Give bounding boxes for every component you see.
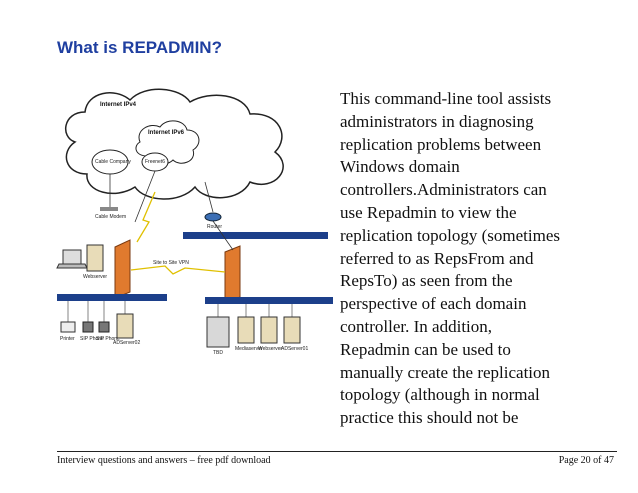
adserver01-icon [283,316,301,344]
adserver01-label: ADServer01 [281,346,308,352]
freenet-label: Freenet6 [145,159,165,165]
cable-modem [100,207,118,211]
network-bus-right [205,297,333,304]
webserver-right-label: Webserver [258,346,282,352]
sip-phone-1-icon [82,321,94,333]
webserver-left-icon [86,244,104,272]
printer-icon [60,321,76,333]
network-bus-left [57,294,167,301]
footer-source: Interview questions and answers – free p… [57,455,271,466]
firewall-left-icon [114,239,131,299]
tbd-server-label: TBD [213,350,223,356]
adserver02-icon [116,313,134,339]
router-icon [204,212,222,222]
sip-phone-2-label: SIP Phone [96,336,120,342]
tbd-server-icon [206,316,230,348]
vpn-link [130,265,226,275]
page-number: Page 20 of 47 [558,455,614,466]
internet-ipv6-label: Internet IPv6 [148,130,185,136]
network-diagram: Internet IPv4 Internet IPv6 Cable Compan… [56,88,333,356]
printer-label: Printer [60,336,75,342]
footer-divider [57,451,617,452]
webserver-left-label: Webserver [83,274,107,280]
laptop-icon [62,249,82,265]
vpn-label: Site to Site VPN [153,260,189,266]
internet-ipv4-label: Internet IPv4 [100,102,137,108]
mediaserver-icon [237,316,255,344]
sip-phone-2-icon [98,321,110,333]
slide-body-text: This command-line tool assists administr… [340,89,561,428]
webserver-right-icon [260,316,278,344]
sip-phone-1-label: SIP Phone [80,336,104,342]
network-bus-top [183,232,328,239]
cable-company-label: Cable Company [95,159,131,165]
cable-modem-label: Cable Modem [95,214,126,220]
adserver02-label: ADServer02 [113,340,140,346]
firewall-right-icon [224,245,241,304]
slide-title: What is REPADMIN? [57,38,222,57]
router-label: Router [207,224,222,230]
tunnel-link [136,191,156,243]
mediaserver-label: Mediaserver [235,346,263,352]
